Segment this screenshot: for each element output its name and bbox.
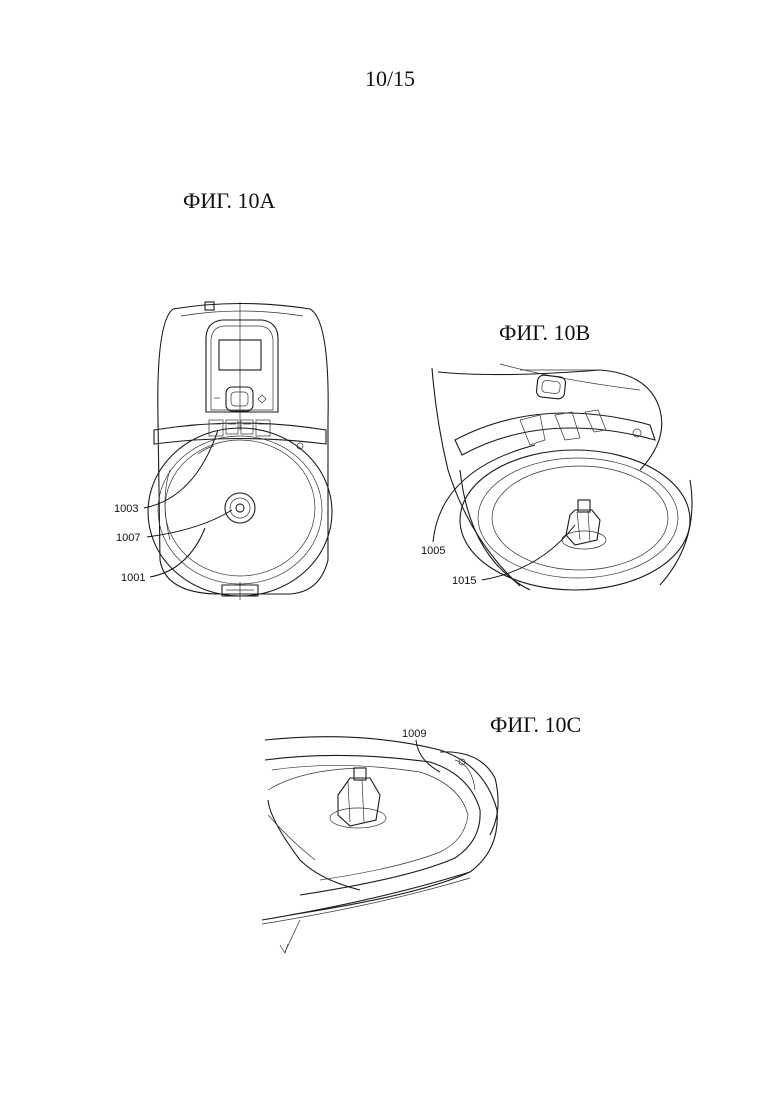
ref-1003: 1003 [114,503,138,515]
ref-1009: 1009 [402,728,426,740]
ref-1015: 1015 [452,575,476,587]
ref-1005: 1005 [421,545,445,557]
appliance-top-view [148,302,332,600]
appliance-perspective-view [432,364,692,590]
page-number: 10/15 [0,66,780,92]
figure-10c-drawing: 1009 [258,725,508,960]
figure-10a-caption: ФИГ. 10А [183,188,275,214]
figure-10a-drawing: 1003 1007 1001 [110,295,360,605]
appliance-closeup-view [262,737,498,953]
ref-1007: 1007 [116,532,140,544]
figure-10b-caption: ФИГ. 10В [499,320,590,346]
ref-1001: 1001 [121,572,145,584]
figure-10b-drawing: 1005 1015 [420,360,700,595]
